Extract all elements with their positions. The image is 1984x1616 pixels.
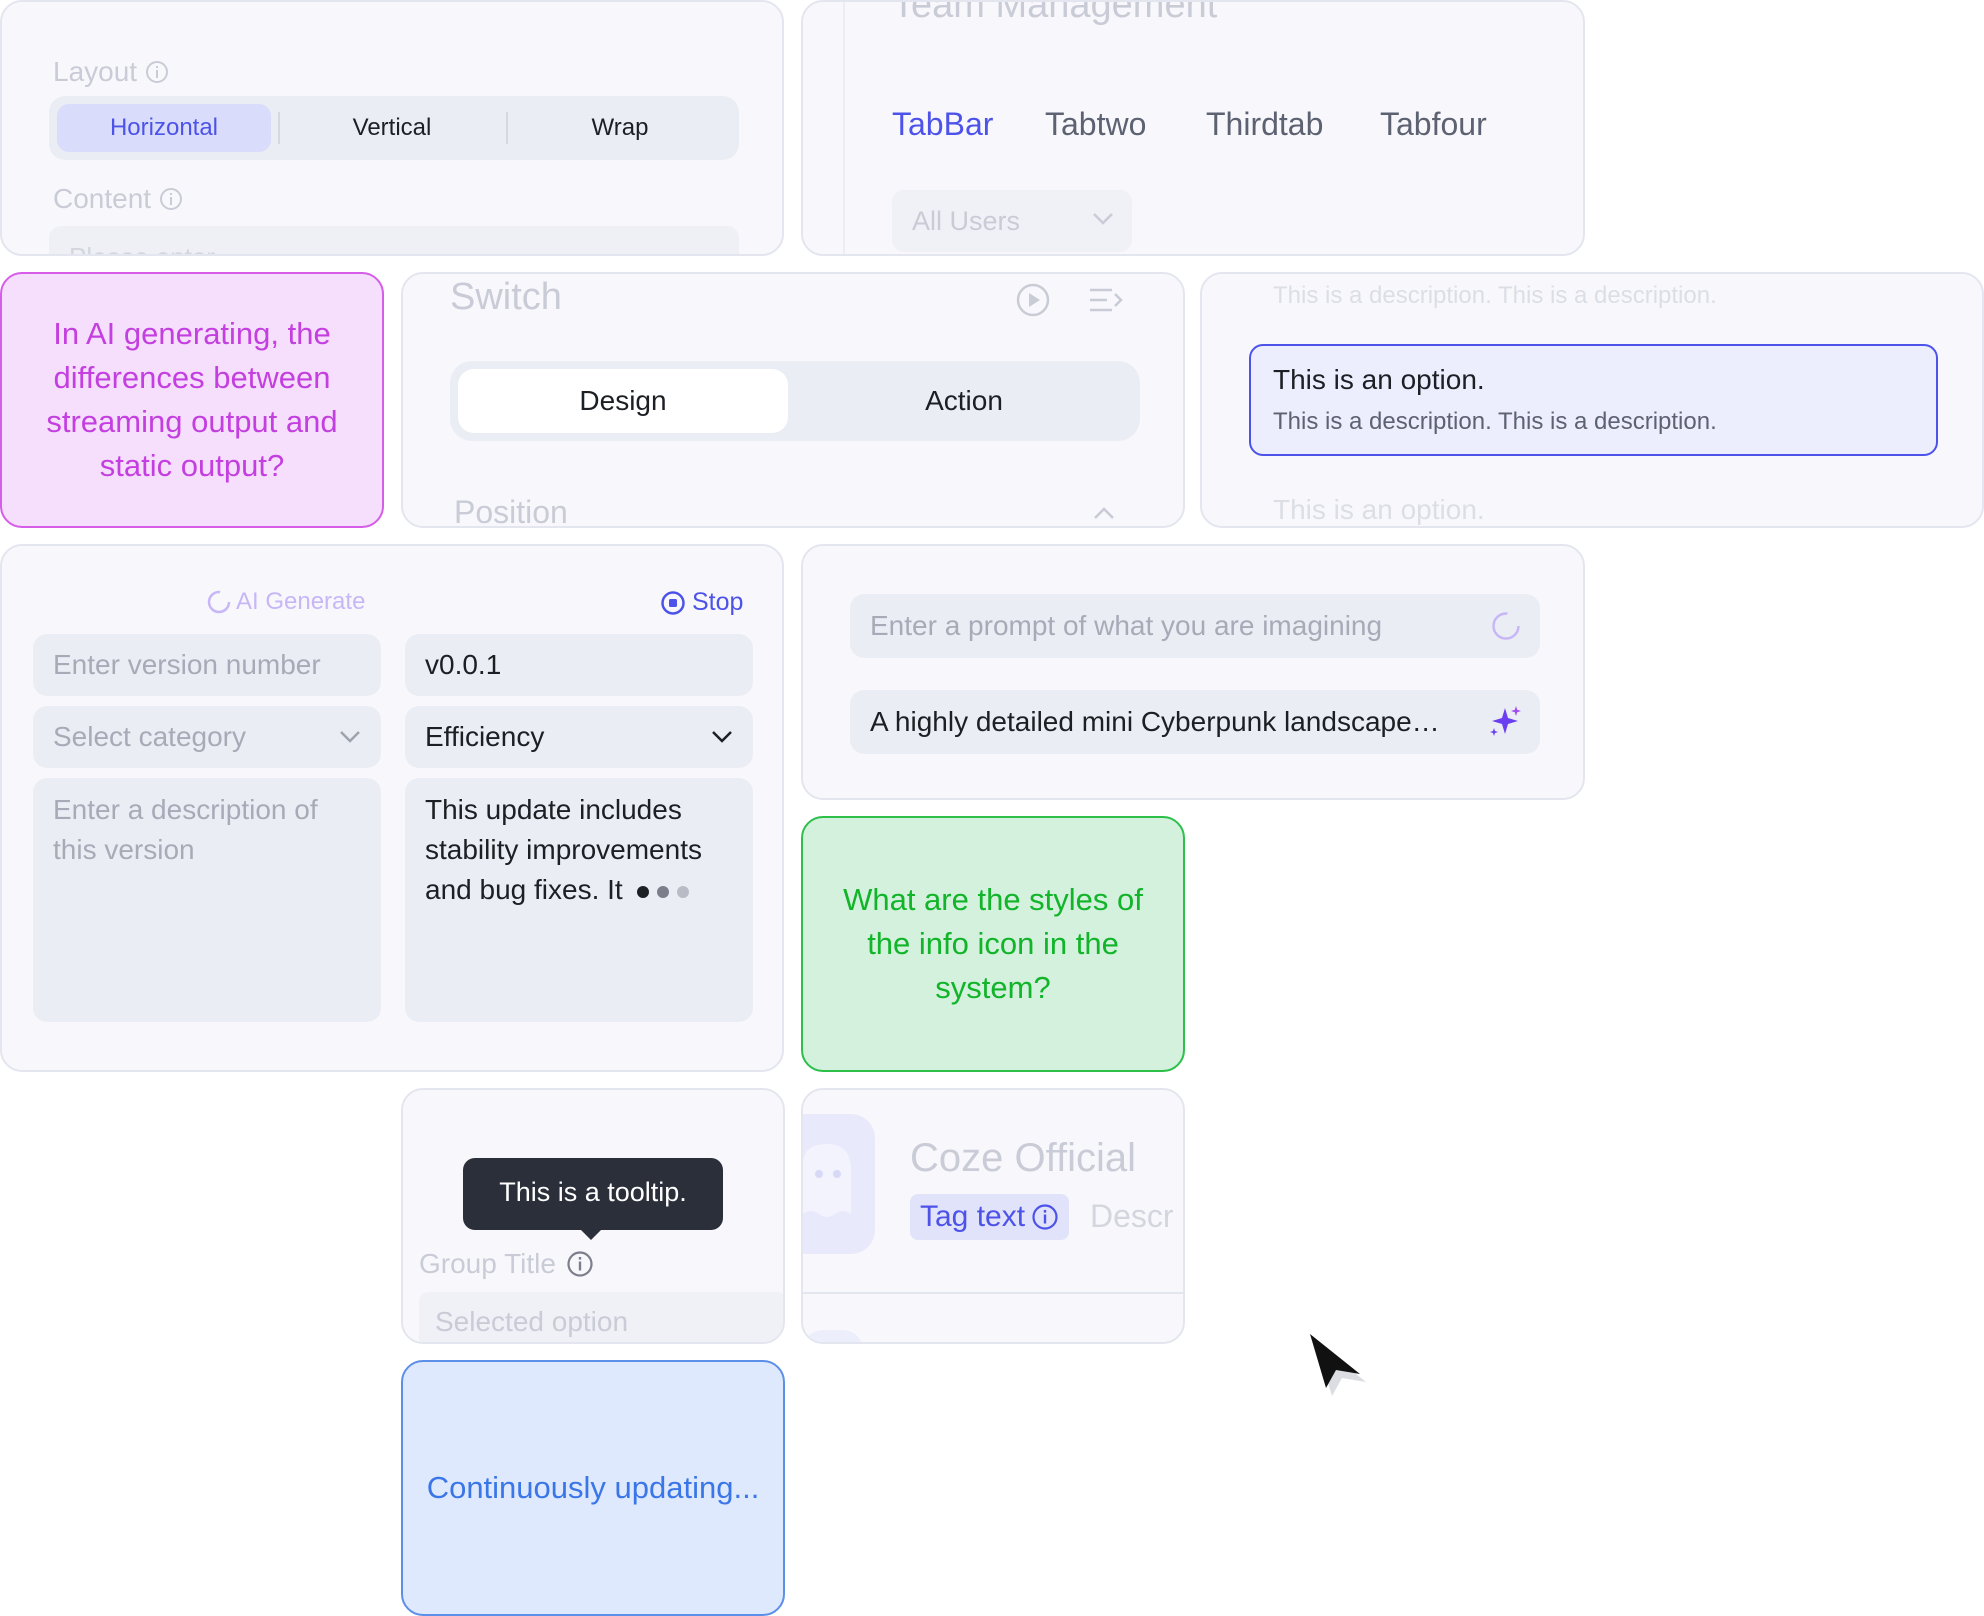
bot-description: Descr	[1090, 1198, 1174, 1234]
team-title: Team Management	[892, 0, 1218, 26]
layout-segmented-control: Horizontal Vertical Wrap	[49, 96, 739, 160]
prompt-card: Enter a prompt of what you are imagining…	[801, 544, 1585, 800]
option-list-card: This is a description. This is a descrip…	[1200, 272, 1984, 528]
tab-tabfour[interactable]: Tabfour	[1380, 106, 1487, 142]
loading-spinner-icon	[206, 589, 232, 615]
description-textarea-empty[interactable]: Enter a description of this version	[33, 778, 381, 1022]
segment-wrap[interactable]: Wrap	[591, 114, 649, 141]
description-placeholder: Enter a description of this version	[53, 794, 318, 865]
status-text: Continuously updating...	[426, 1470, 760, 1505]
description-textarea-filled[interactable]: This update includes stability improveme…	[405, 778, 753, 1022]
chevron-down-icon	[339, 730, 361, 744]
version-value: v0.0.1	[425, 649, 502, 680]
bot-avatar	[803, 1114, 875, 1254]
content-input[interactable]: Please enter	[49, 226, 739, 254]
version-number-input-empty[interactable]: Enter version number	[33, 634, 381, 696]
tooltip-text: This is a tooltip.	[499, 1177, 687, 1207]
switch-design[interactable]: Design	[458, 369, 788, 433]
bot-name: Coze Official	[910, 1136, 1137, 1180]
bot-tag: Tag text	[910, 1194, 1070, 1240]
segment-divider	[506, 112, 508, 144]
stop-button[interactable]: Stop	[660, 588, 743, 617]
segment-vertical[interactable]: Vertical	[352, 114, 432, 141]
segment-horizontal[interactable]: Horizontal	[57, 104, 271, 152]
category-placeholder: Select category	[53, 721, 246, 752]
selected-option-select[interactable]: Selected option	[419, 1292, 783, 1342]
tooltip-arrow	[579, 1228, 603, 1240]
team-management-card: Team Management TabBar Tabtwo Thirdtab T…	[801, 0, 1585, 256]
content-label-row: Content	[53, 183, 183, 215]
option-description: This is a description. This is a descrip…	[1273, 408, 1717, 435]
list-arrow-icon[interactable]	[1087, 284, 1125, 316]
tooltip: This is a tooltip.	[463, 1158, 723, 1240]
typing-indicator-icon	[636, 885, 692, 899]
selected-option[interactable]: This is an option. This is a description…	[1249, 344, 1938, 456]
category-select-empty[interactable]: Select category	[33, 706, 381, 768]
tab-thirdtab[interactable]: Thirdtab	[1206, 106, 1324, 142]
prompt-value: A highly detailed mini Cyberpunk landsca…	[870, 706, 1440, 737]
suggested-question-green[interactable]: What are the styles of the info icon in …	[801, 816, 1185, 1072]
description-value-wrap: This update includes stability improveme…	[425, 790, 733, 910]
segment-divider	[278, 112, 280, 144]
switch-card: Switch Design Action Position	[401, 272, 1185, 528]
tooltip-card: This is a tooltip. Group Title Selected …	[401, 1088, 785, 1344]
status-bubble-updating: Continuously updating...	[401, 1360, 785, 1616]
switch-title: Switch	[450, 276, 562, 318]
tab-tabtwo[interactable]: Tabtwo	[1045, 106, 1147, 142]
next-item-avatar	[803, 1330, 863, 1342]
suggested-question-pink[interactable]: In AI generating, the differences betwee…	[0, 272, 384, 528]
mouse-cursor-icon	[1296, 1330, 1376, 1410]
prompt-input-empty[interactable]: Enter a prompt of what you are imagining	[850, 594, 1540, 658]
group-title-row: Group Title	[419, 1248, 594, 1280]
info-icon	[145, 60, 169, 84]
group-title: Group Title	[419, 1248, 556, 1279]
layout-card: Layout Horizontal Vertical Wrap Content …	[0, 0, 784, 256]
tab-tabbar[interactable]: TabBar	[892, 106, 994, 142]
card-left-divider	[843, 2, 845, 254]
user-filter-select[interactable]: All Users	[892, 190, 1132, 252]
chevron-down-icon	[1092, 212, 1114, 226]
info-icon[interactable]	[1031, 1203, 1059, 1231]
chevron-down-icon	[711, 730, 733, 744]
content-placeholder: Please enter	[69, 242, 215, 254]
info-icon	[159, 187, 183, 211]
ghost-icon	[803, 1144, 851, 1217]
switch-action[interactable]: Action	[925, 385, 1003, 416]
sparkle-icon[interactable]	[1488, 704, 1522, 738]
ai-generate-label: AI Generate	[236, 588, 366, 615]
content-label: Content	[53, 183, 152, 214]
category-select-filled[interactable]: Efficiency	[405, 706, 753, 768]
question-text: What are the styles of the info icon in …	[843, 882, 1143, 1005]
switch-segmented-control: Design Action	[450, 361, 1140, 441]
chevron-up-icon[interactable]	[1093, 506, 1115, 520]
prompt-input-filled[interactable]: A highly detailed mini Cyberpunk landsca…	[850, 690, 1540, 754]
next-option[interactable]: This is an option.	[1273, 494, 1485, 525]
layout-label-row: Layout	[53, 56, 169, 88]
category-value: Efficiency	[425, 721, 545, 752]
tag-text: Tag text	[920, 1200, 1026, 1233]
prompt-placeholder: Enter a prompt of what you are imagining	[870, 610, 1383, 641]
description-value: This update includes stability improveme…	[425, 794, 702, 905]
version-number-input-filled[interactable]: v0.0.1	[405, 634, 753, 696]
play-icon[interactable]	[1015, 282, 1051, 318]
layout-label: Layout	[53, 56, 138, 87]
stop-label: Stop	[692, 588, 744, 616]
card-divider	[803, 1292, 1183, 1294]
selected-option-text: Selected option	[435, 1306, 629, 1337]
version-form-card: AI Generate Stop Enter version number v0…	[0, 544, 784, 1072]
version-placeholder: Enter version number	[53, 649, 321, 680]
bot-card: Coze Official Tag text Descr	[801, 1088, 1185, 1344]
option-title: This is an option.	[1273, 364, 1485, 395]
question-text: In AI generating, the differences betwee…	[46, 316, 338, 483]
loading-spinner-icon	[1490, 610, 1522, 642]
position-label: Position	[454, 494, 568, 528]
top-description: This is a description. This is a descrip…	[1273, 282, 1717, 309]
info-icon[interactable]	[566, 1250, 594, 1278]
user-filter-value: All Users	[912, 206, 1021, 236]
stop-icon	[660, 590, 686, 616]
ai-generate-button[interactable]: AI Generate	[206, 588, 365, 616]
